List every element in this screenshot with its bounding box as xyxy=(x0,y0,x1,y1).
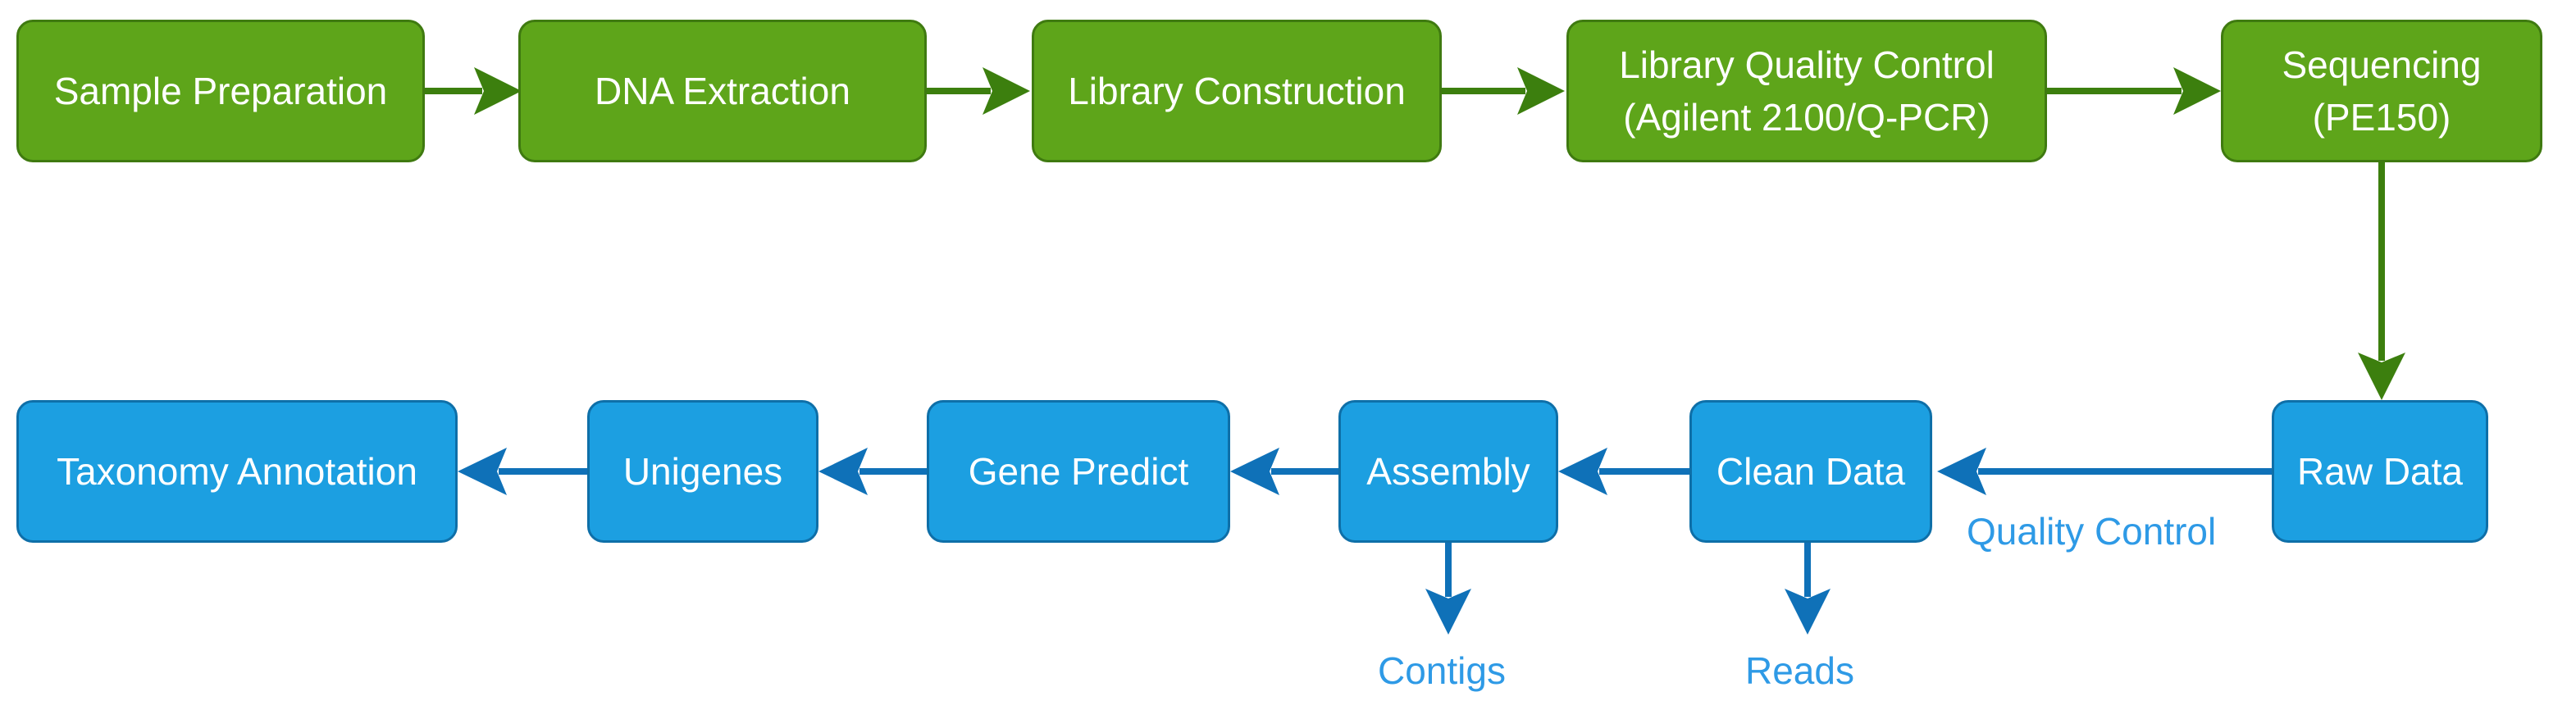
node-clean-data: Clean Data xyxy=(1689,400,1932,543)
node-taxonomy-annotation: Taxonomy Annotation xyxy=(16,400,458,543)
node-gene-predict: Gene Predict xyxy=(927,400,1230,543)
label-contigs: Contigs xyxy=(1378,649,1506,692)
arrow-qc-to-sequencing xyxy=(2047,67,2221,115)
node-dna-extraction: DNA Extraction xyxy=(518,20,927,162)
arrow-library-to-qc xyxy=(1442,67,1565,115)
node-raw-data: Raw Data xyxy=(2272,400,2488,543)
arrow-sample-to-dna xyxy=(425,67,522,115)
node-library-construction: Library Construction xyxy=(1032,20,1442,162)
node-sequencing: Sequencing (PE150) xyxy=(2221,20,2542,162)
arrow-sequencing-to-raw-data xyxy=(2358,162,2405,400)
node-unigenes: Unigenes xyxy=(587,400,818,543)
arrow-clean-to-assembly xyxy=(1558,448,1689,495)
node-sample-preparation: Sample Preparation xyxy=(16,20,425,162)
arrow-gene-predict-to-unigenes xyxy=(818,448,927,495)
node-assembly: Assembly xyxy=(1338,400,1558,543)
arrow-raw-to-clean xyxy=(1937,448,2272,495)
arrow-dna-to-library xyxy=(927,67,1030,115)
node-library-quality-control: Library Quality Control (Agilent 2100/Q-… xyxy=(1566,20,2047,162)
label-reads: Reads xyxy=(1745,649,1854,692)
label-quality-control: Quality Control xyxy=(1967,510,2217,553)
arrow-assembly-to-gene-predict xyxy=(1230,448,1338,495)
arrow-assembly-to-contigs xyxy=(1425,543,1471,635)
arrow-unigenes-to-taxonomy xyxy=(458,448,587,495)
arrow-clean-to-reads xyxy=(1785,543,1831,635)
